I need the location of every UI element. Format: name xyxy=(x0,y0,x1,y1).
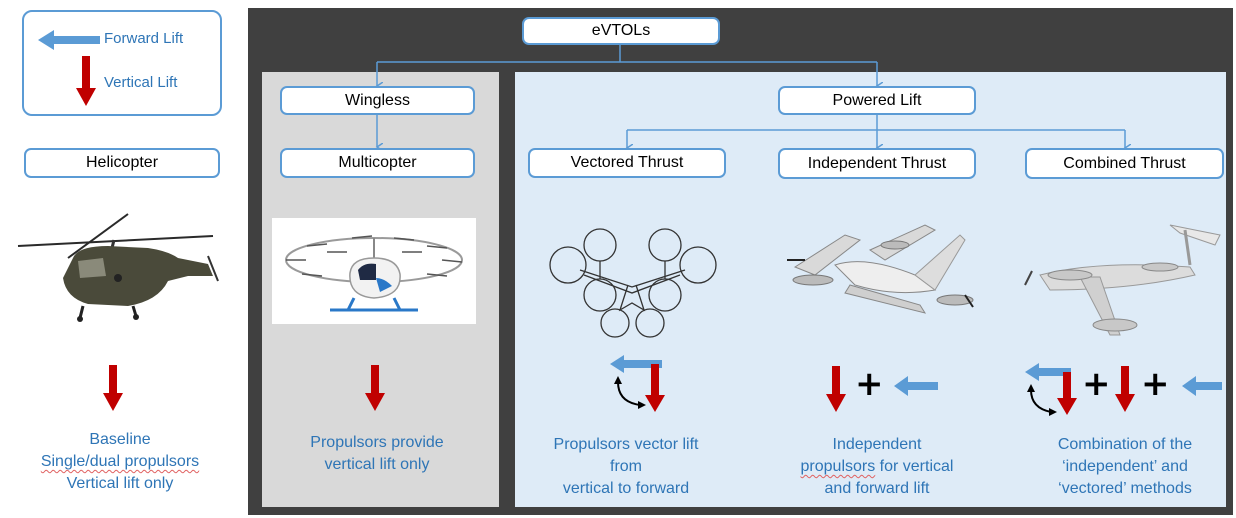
powered-lift-panel xyxy=(515,72,1226,507)
wingless-caption: Propulsors provide vertical lift only xyxy=(272,432,482,476)
helicopter-caption-line-1: Baseline xyxy=(89,431,151,448)
helicopter-caption: Baseline Single/dual propulsors Vertical… xyxy=(20,429,220,495)
independent-thrust-caption: Independent propulsors for vertical and … xyxy=(772,434,982,500)
independent-vertical-arrow-icon xyxy=(826,366,846,412)
vertical-lift-arrow-icon xyxy=(76,56,96,106)
vectored-caption-line-1: Propulsors vector lift xyxy=(553,436,699,453)
vectored-thrust-caption: Propulsors vector lift from vertical to … xyxy=(520,434,732,500)
wingless-caption-line-2: vertical lift only xyxy=(324,456,430,473)
combined-vectored-arrows-icon xyxy=(1025,363,1077,416)
multicopter-image xyxy=(272,218,476,324)
vectored-thrust-image xyxy=(549,228,717,338)
multicopter-drawing xyxy=(285,235,463,312)
helicopter-image xyxy=(17,213,219,322)
independent-caption-line-3: and forward lift xyxy=(824,480,930,497)
independent-thrust-image xyxy=(787,224,974,314)
vectored-caption-line-2: from xyxy=(610,458,642,475)
independent-thrust-box: Independent Thrust xyxy=(778,148,976,179)
combined-caption-line-1: Combination of the xyxy=(1057,436,1193,453)
vectored-thrust-box: Vectored Thrust xyxy=(528,148,726,178)
combined-thrust-caption: Combination of the ‘independent’ and ‘ve… xyxy=(1023,434,1227,500)
helicopter-vertical-arrow-icon xyxy=(103,365,123,411)
helicopter-caption-line-2: Single/dual propulsors xyxy=(40,453,200,470)
wingless-box: Wingless xyxy=(280,86,475,115)
combined-plus-icon-2: + xyxy=(1141,364,1170,404)
vectored-caption-line-3: vertical to forward xyxy=(562,480,690,497)
vertical-lift-label: Vertical Lift xyxy=(104,74,178,91)
legend: Forward Lift Vertical Lift xyxy=(22,10,222,116)
independent-plus-icon: + xyxy=(855,364,884,404)
independent-caption-line-2: propulsors for vertical xyxy=(800,458,954,475)
wingless-caption-line-1: Propulsors provide xyxy=(310,434,444,451)
vectored-arrows-icon xyxy=(610,355,665,412)
combined-plus-icon-1: + xyxy=(1082,364,1111,404)
multicopter-box: Multicopter xyxy=(280,148,475,178)
powered-lift-box: Powered Lift xyxy=(778,86,976,115)
helicopter-caption-line-3: Vertical lift only xyxy=(66,475,174,492)
independent-caption-line-1: Independent xyxy=(832,436,922,453)
evtols-root-box: eVTOLs xyxy=(522,17,720,45)
combined-caption-line-2: ‘independent’ and xyxy=(1062,458,1188,475)
combined-caption-line-3: ‘vectored’ methods xyxy=(1058,480,1192,497)
forward-lift-label: Forward Lift xyxy=(104,30,184,47)
combined-vertical-arrow-icon xyxy=(1115,366,1135,412)
combined-thrust-image xyxy=(1024,224,1221,336)
multicopter-vertical-arrow-icon xyxy=(365,365,385,411)
combined-thrust-box: Combined Thrust xyxy=(1025,148,1224,179)
combined-forward-arrow-icon xyxy=(1182,376,1222,396)
helicopter-box: Helicopter xyxy=(24,148,220,178)
independent-forward-arrow-icon xyxy=(894,376,938,396)
forward-lift-arrow-icon xyxy=(38,30,100,50)
